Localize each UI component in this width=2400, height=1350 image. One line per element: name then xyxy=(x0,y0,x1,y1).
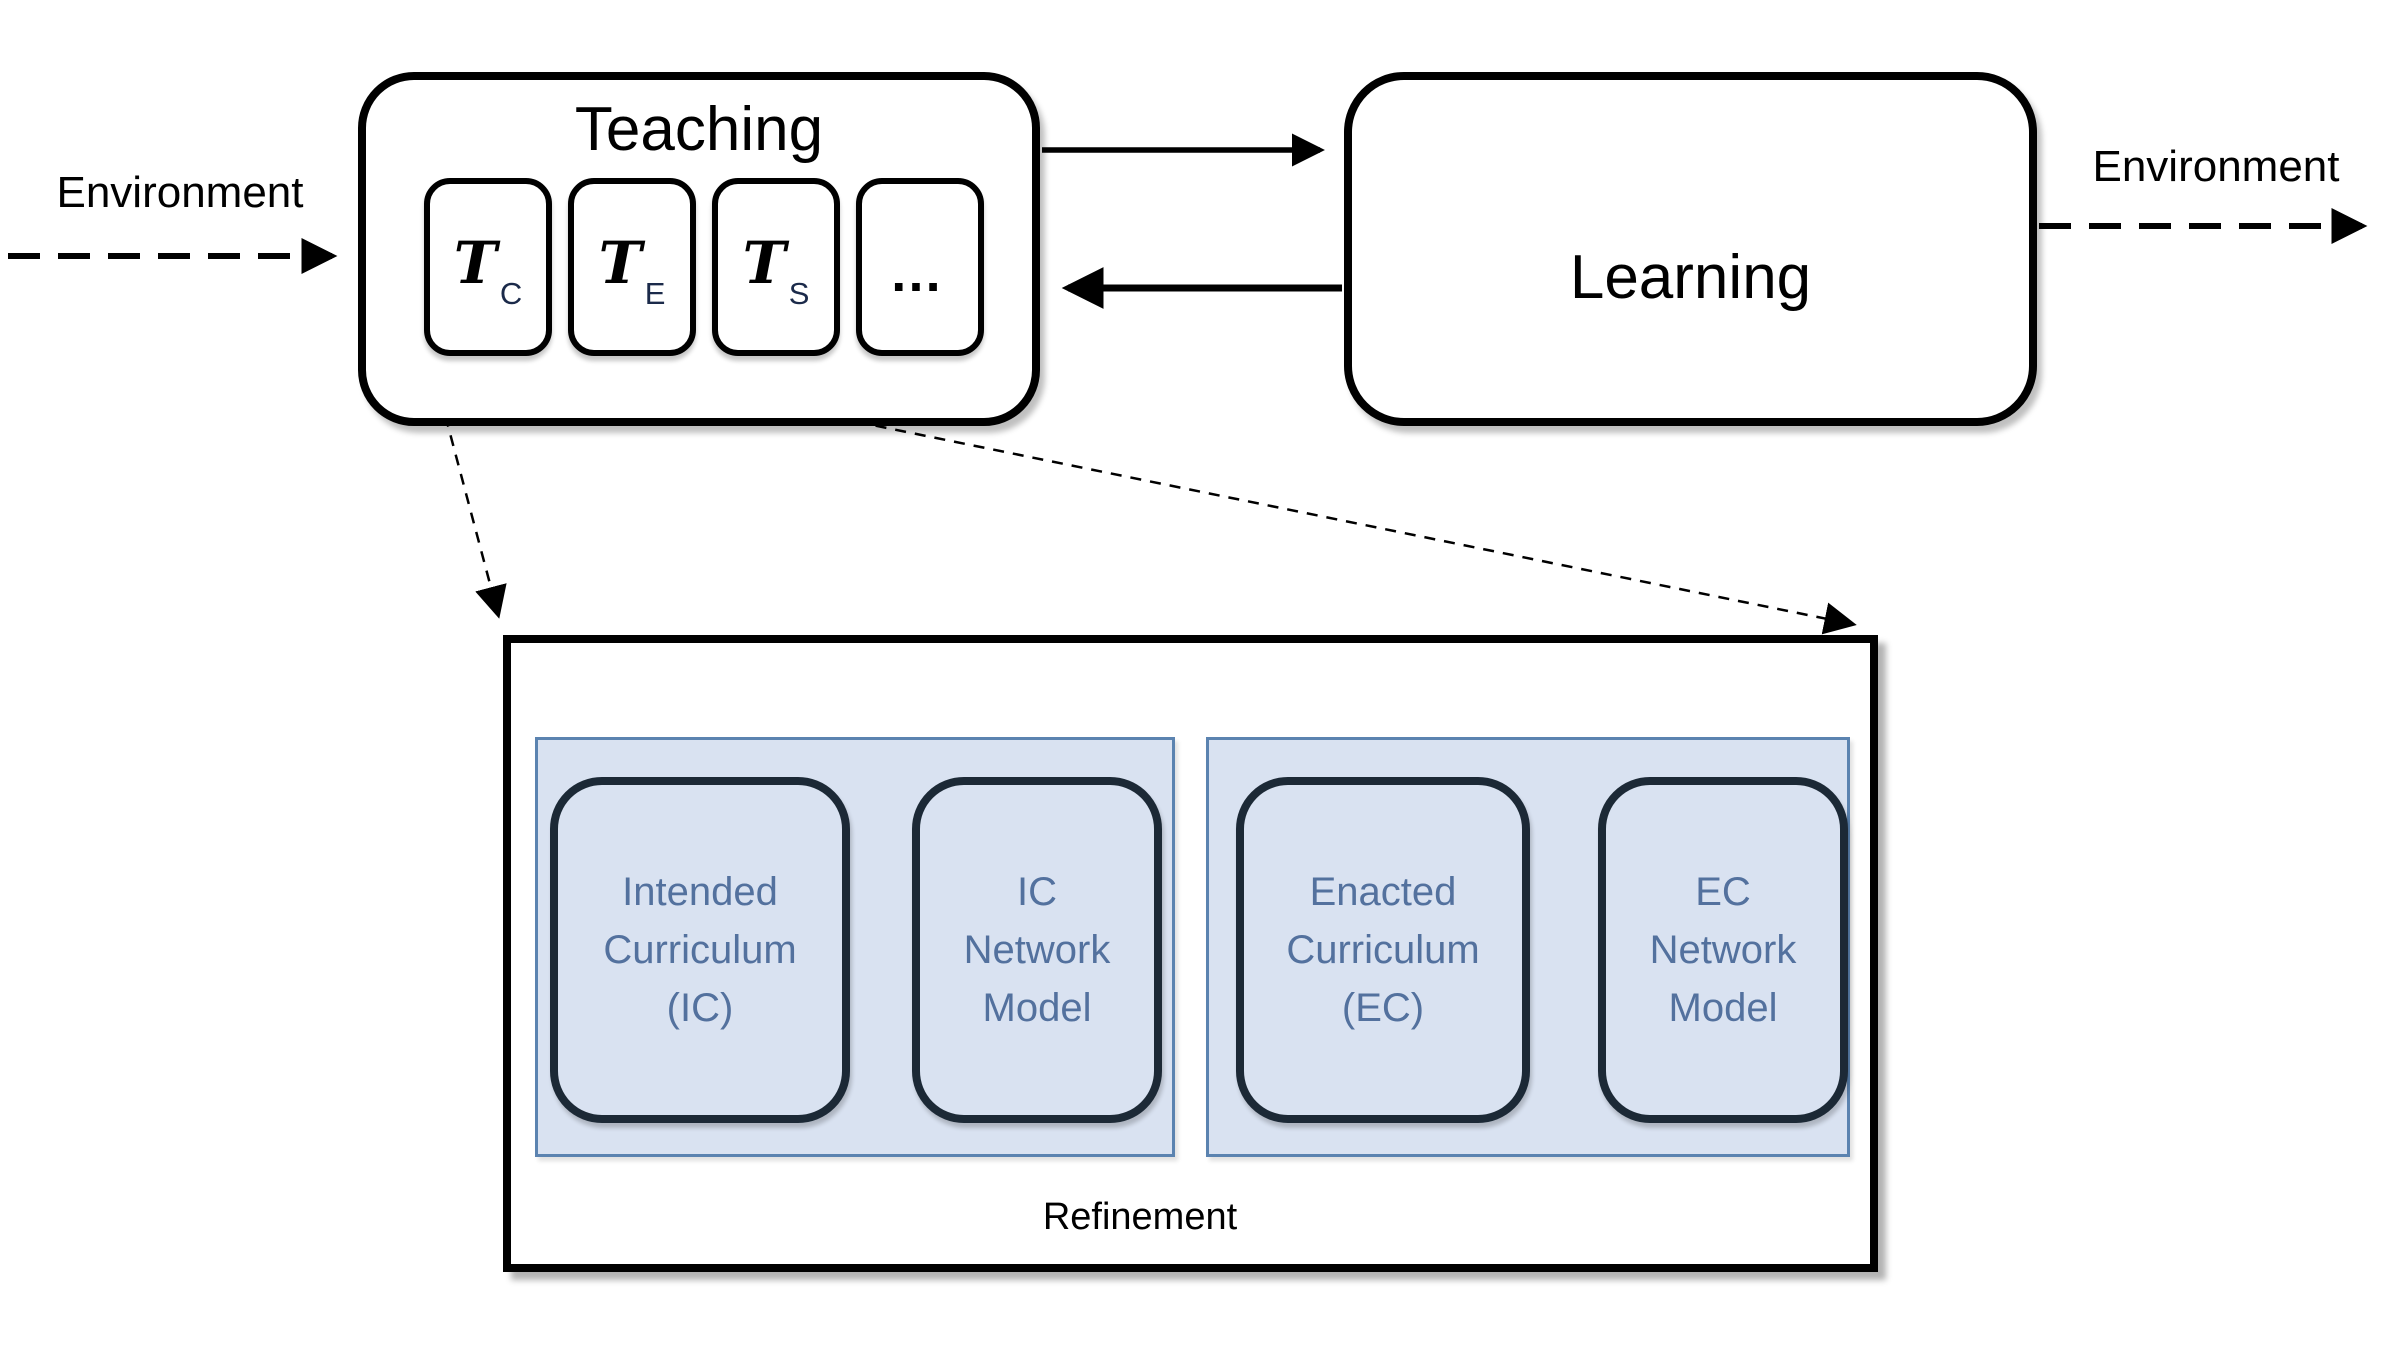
ec-network-model-node: EC Network Model xyxy=(1598,777,1848,1123)
module-subscript: C xyxy=(499,275,523,311)
learning-title: Learning xyxy=(1569,242,1812,312)
node-label-line: Network xyxy=(963,928,1111,972)
environment-left-label: Environment xyxy=(56,168,304,217)
ellipsis-symbol: … xyxy=(889,243,951,303)
environment-right-label: Environment xyxy=(2092,142,2340,191)
node-label-line: (EC) xyxy=(1341,986,1425,1030)
teacher-module-tc: T C xyxy=(424,178,552,356)
teacher-module-more: … xyxy=(856,178,984,356)
teacher-module-te: T E xyxy=(568,178,696,356)
node-label-line: IC xyxy=(1017,870,1057,914)
ic-network-model-node: IC Network Model xyxy=(912,777,1162,1123)
node-label-line: Curriculum xyxy=(1286,928,1480,972)
node-label-line: Model xyxy=(1668,986,1778,1030)
node-label-line: Network xyxy=(1649,928,1797,972)
node-label-line: Curriculum xyxy=(603,928,797,972)
teacher-module-ts: T S xyxy=(712,178,840,356)
script-t-symbol: T xyxy=(453,229,497,297)
intended-curriculum-node: Intended Curriculum (IC) xyxy=(550,777,850,1123)
script-t-symbol: T xyxy=(742,229,786,297)
node-label-line: EC xyxy=(1695,870,1751,914)
node-label-line: Intended xyxy=(622,870,778,914)
refinement-label: Refinement xyxy=(1042,1196,1238,1238)
learning-box: Learning xyxy=(1344,72,2037,426)
teaching-module-row: T C T E T S … xyxy=(424,178,984,356)
teaching-title: Teaching xyxy=(574,95,824,164)
node-label-line: Enacted xyxy=(1309,870,1457,914)
script-t-symbol: T xyxy=(598,229,642,297)
node-label-line: Model xyxy=(982,986,1092,1030)
enacted-curriculum-node: Enacted Curriculum (EC) xyxy=(1236,777,1530,1123)
module-subscript: E xyxy=(644,275,666,311)
module-subscript: S xyxy=(788,275,810,311)
node-label-line: (IC) xyxy=(666,986,734,1030)
